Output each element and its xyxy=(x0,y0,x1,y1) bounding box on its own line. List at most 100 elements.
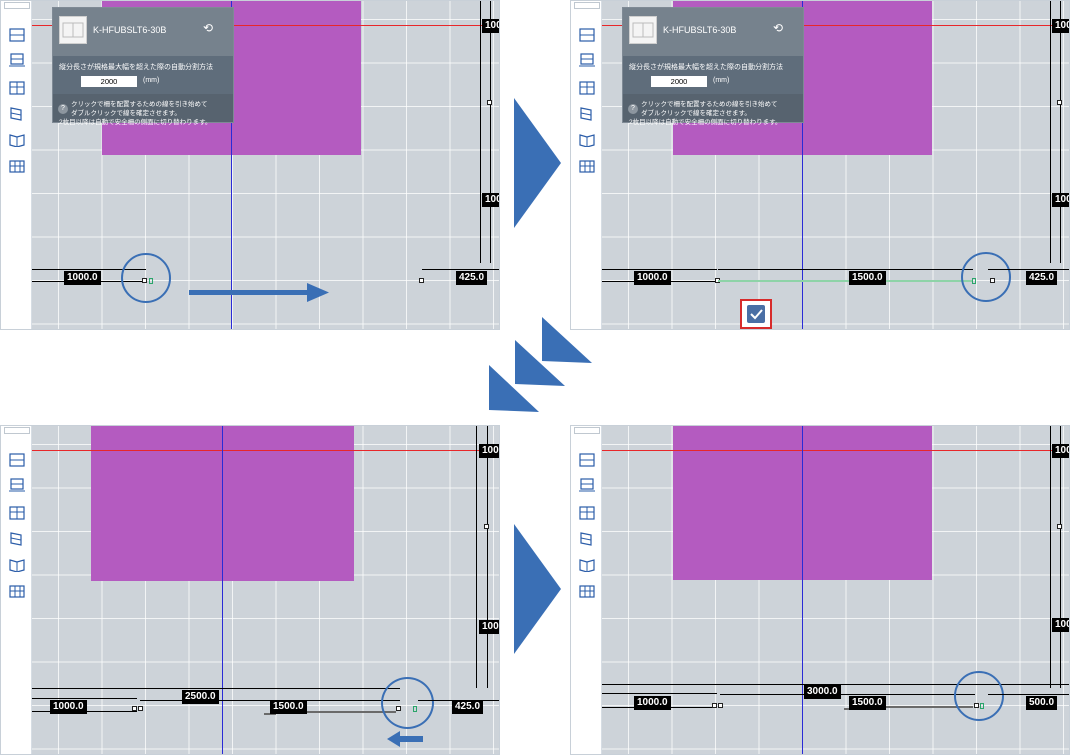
dimension-line xyxy=(32,698,137,699)
tool-sidebar xyxy=(571,1,602,329)
dimension-label: 425.0 xyxy=(452,700,484,714)
fence-front-icon[interactable] xyxy=(579,28,595,42)
dimension-label: 425.0 xyxy=(1026,271,1058,285)
sidebar-handle[interactable] xyxy=(4,427,30,434)
dimension-label: 425.0 xyxy=(456,271,488,285)
fence-corner-icon[interactable] xyxy=(9,133,25,147)
tool-sidebar xyxy=(1,426,32,754)
help-line: ダブルクリックで線を確定させます。 xyxy=(641,110,751,117)
fence-grid-icon[interactable] xyxy=(9,81,25,95)
unit-label: (mm) xyxy=(713,77,730,84)
new-fence-line xyxy=(856,706,973,708)
dimension-label: 2500.0 xyxy=(182,690,219,704)
dimension-line xyxy=(988,694,1069,695)
fence-wide-icon[interactable] xyxy=(579,584,595,598)
post-marker xyxy=(712,703,717,708)
highlight-circle xyxy=(961,252,1011,302)
fence-corner-icon[interactable] xyxy=(9,558,25,572)
dimension-line-vertical xyxy=(490,1,491,263)
split-length-input[interactable]: 2000 xyxy=(651,76,707,87)
fence-corner-icon[interactable] xyxy=(579,558,595,572)
blue-center-line xyxy=(231,1,232,329)
fence-side-icon[interactable] xyxy=(9,532,25,546)
post-marker xyxy=(1057,100,1062,105)
dimension-label: 3000.0 xyxy=(804,685,841,699)
help-icon: ? xyxy=(628,104,638,114)
fence-wide-icon[interactable] xyxy=(9,159,25,173)
drawing-canvas[interactable]: 100 100 2500.0 1000.0 1500.0 425.0 xyxy=(32,426,499,754)
dimension-line-vertical xyxy=(1060,1,1061,263)
dimension-line xyxy=(720,694,975,695)
post-marker xyxy=(718,703,723,708)
highlight-circle xyxy=(121,253,171,303)
dimension-line-vertical xyxy=(1050,426,1051,688)
fence-variant-icon[interactable] xyxy=(9,478,25,492)
dimension-label: 100 xyxy=(1052,444,1069,458)
dimension-label: 100 xyxy=(482,193,499,207)
step2-screen: 100 100 1000.0 1500.0 425.0 K-HFUBSLT6-3… xyxy=(570,0,1070,330)
fence-front-icon[interactable] xyxy=(579,453,595,467)
dimension-label: 100 xyxy=(482,19,499,33)
new-fence-line xyxy=(718,280,973,282)
dimension-line-vertical xyxy=(1050,1,1051,263)
dimension-label: 1000.0 xyxy=(50,700,87,714)
dimension-label: 1000.0 xyxy=(634,271,671,285)
product-thumbnail xyxy=(59,16,87,44)
sidebar-handle[interactable] xyxy=(574,2,600,9)
next-step-arrow-icon xyxy=(514,524,561,654)
red-boundary-line xyxy=(32,25,499,26)
dimension-line xyxy=(422,269,499,270)
dimension-label: 1500.0 xyxy=(849,271,886,285)
fence-grid-icon[interactable] xyxy=(579,506,595,520)
drawing-canvas[interactable]: 100 100 3000.0 1000.0 1500.0 500.0 xyxy=(602,426,1069,754)
setting-label: 縦分長さが規格最大幅を超えた際の自動分割方法 xyxy=(59,64,213,71)
dimension-line-vertical xyxy=(480,1,481,263)
dimension-line-vertical xyxy=(476,426,477,688)
sidebar-handle[interactable] xyxy=(4,2,30,9)
help-line: 2枚目以降は自動で安全柵の側面に切り替わります。 xyxy=(59,119,212,126)
fence-variant-icon[interactable] xyxy=(579,478,595,492)
checkmark-icon xyxy=(747,305,765,323)
help-line: ダブルクリックで線を確定させます。 xyxy=(71,110,181,117)
product-name: K-HFUBSLT6-30B xyxy=(663,25,737,35)
dimension-line xyxy=(718,269,973,270)
help-line: クリックで柵を配置するための線を引き始めて xyxy=(71,101,208,108)
fence-segment xyxy=(264,713,276,715)
fence-grid-icon[interactable] xyxy=(579,81,595,95)
fence-wide-icon[interactable] xyxy=(579,159,595,173)
split-length-input[interactable]: 2000 xyxy=(81,76,137,87)
fence-side-icon[interactable] xyxy=(9,107,25,121)
dimension-label: 100 xyxy=(479,620,499,634)
refresh-icon[interactable]: ⟲ xyxy=(772,21,783,35)
confirm-checkbox[interactable] xyxy=(740,299,772,329)
fence-grid-icon[interactable] xyxy=(9,506,25,520)
dimension-line-vertical xyxy=(487,426,488,688)
fence-side-icon[interactable] xyxy=(579,532,595,546)
dimension-line xyxy=(602,269,717,270)
sidebar-handle[interactable] xyxy=(574,427,600,434)
post-marker xyxy=(419,278,424,283)
dimension-label: 100 xyxy=(1052,618,1069,632)
fence-wide-icon[interactable] xyxy=(9,584,25,598)
product-tooltip: K-HFUBSLT6-30B ⟲ 縦分長さが規格最大幅を超えた際の自動分割方法 … xyxy=(622,7,804,126)
blue-center-line xyxy=(222,426,223,754)
dimension-label: 100 xyxy=(1052,19,1069,33)
fence-front-icon[interactable] xyxy=(9,453,25,467)
dimension-line xyxy=(32,688,400,689)
fence-side-icon[interactable] xyxy=(579,107,595,121)
dimension-line-vertical xyxy=(1060,426,1061,688)
next-step-arrow-icon xyxy=(514,98,561,228)
dimension-line xyxy=(602,693,717,694)
refresh-icon[interactable]: ⟲ xyxy=(202,21,213,35)
fence-corner-icon[interactable] xyxy=(579,133,595,147)
help-icon: ? xyxy=(58,104,68,114)
help-area xyxy=(623,94,803,122)
dimension-label: 100 xyxy=(479,444,499,458)
fence-variant-icon[interactable] xyxy=(9,53,25,67)
fence-front-icon[interactable] xyxy=(9,28,25,42)
help-area xyxy=(53,94,233,122)
post-marker xyxy=(1057,524,1062,529)
fence-variant-icon[interactable] xyxy=(579,53,595,67)
post-marker xyxy=(138,706,143,711)
dimension-line xyxy=(988,269,1069,270)
